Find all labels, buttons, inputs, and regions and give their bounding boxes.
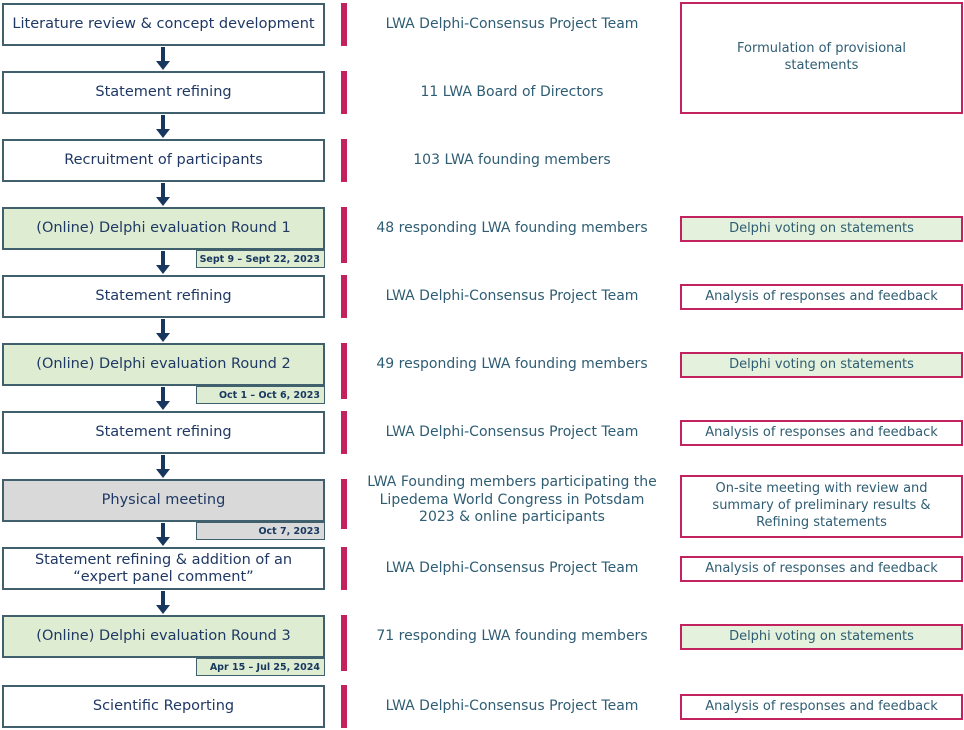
- activity-analysis-1: Analysis of responses and feedback: [680, 284, 963, 310]
- arrow-shaft: [161, 183, 165, 198]
- step-literature-review: Literature review & concept development: [2, 3, 325, 46]
- arrow-head: [156, 401, 170, 410]
- activity-delphi-voting-3: Delphi voting on statements: [680, 624, 963, 650]
- step-statement-refining-2: Statement refining: [2, 275, 325, 318]
- connector-bar: [341, 71, 347, 114]
- down-arrow-icon: [156, 183, 170, 206]
- date-tag-physical-meeting: Oct 7, 2023: [196, 522, 325, 540]
- step-recruitment-of-participants: Recruitment of participants: [2, 139, 325, 182]
- step-delphi-round-1: (Online) Delphi evaluation Round 1: [2, 207, 325, 250]
- down-arrow-icon: [156, 319, 170, 342]
- activity-analysis-2: Analysis of responses and feedback: [680, 420, 963, 446]
- connector-bar: [341, 411, 347, 454]
- participant-text: 103 LWA founding members: [413, 151, 611, 168]
- step-delphi-round-3: (Online) Delphi evaluation Round 3: [2, 615, 325, 658]
- activity-analysis-3: Analysis of responses and feedback: [680, 556, 963, 582]
- participant-text: LWA Founding members participating the L…: [367, 473, 657, 526]
- step-physical-meeting: Physical meeting: [2, 479, 325, 522]
- step-statement-refining-1: Statement refining: [2, 71, 325, 114]
- activity-delphi-voting-2: Delphi voting on statements: [680, 352, 963, 378]
- connector-bar: [341, 479, 347, 529]
- arrow-shaft: [161, 387, 165, 402]
- step-statement-refining-expert-panel: Statement refining & addition of an “exp…: [2, 547, 325, 590]
- activity-delphi-voting-1: Delphi voting on statements: [680, 216, 963, 242]
- participant-text: LWA Delphi-Consensus Project Team: [385, 697, 639, 714]
- step-delphi-round-2: (Online) Delphi evaluation Round 2: [2, 343, 325, 386]
- activity-label: Formulation of provisional statements: [737, 41, 906, 73]
- arrow-shaft: [161, 455, 165, 470]
- participant-text: LWA Delphi-Consensus Project Team: [385, 423, 639, 440]
- arrow-shaft: [161, 115, 165, 130]
- down-arrow-icon: [156, 251, 170, 274]
- arrow-head: [156, 469, 170, 478]
- activity-analysis-4: Analysis of responses and feedback: [680, 694, 963, 720]
- connector-bar: [341, 343, 347, 399]
- arrow-head: [156, 537, 170, 546]
- arrow-shaft: [161, 251, 165, 266]
- down-arrow-icon: [156, 455, 170, 478]
- down-arrow-icon: [156, 115, 170, 138]
- connector-bar: [341, 685, 347, 728]
- participant-text: 48 responding LWA founding members: [376, 219, 648, 236]
- arrow-shaft: [161, 523, 165, 538]
- step-scientific-reporting: Scientific Reporting: [2, 685, 325, 728]
- activity-label: On-site meeting with review and summary …: [712, 481, 931, 530]
- connector-bar: [341, 275, 347, 318]
- participant-text: LWA Delphi-Consensus Project Team: [385, 15, 639, 32]
- arrow-head: [156, 197, 170, 206]
- arrow-shaft: [161, 319, 165, 334]
- activity-onsite-meeting: On-site meeting with review and summary …: [680, 475, 963, 538]
- arrow-head: [156, 265, 170, 274]
- arrow-head: [156, 129, 170, 138]
- arrow-head: [156, 333, 170, 342]
- participant-text: 71 responding LWA founding members: [376, 627, 648, 644]
- connector-bar: [341, 139, 347, 182]
- date-tag-round-2: Oct 1 – Oct 6, 2023: [196, 386, 325, 404]
- connector-bar: [341, 547, 347, 590]
- connector-bar: [341, 207, 347, 263]
- arrow-shaft: [161, 47, 165, 62]
- down-arrow-icon: [156, 523, 170, 546]
- down-arrow-icon: [156, 387, 170, 410]
- participant-text: 49 responding LWA founding members: [376, 355, 648, 372]
- arrow-head: [156, 605, 170, 614]
- step-statement-refining-3: Statement refining: [2, 411, 325, 454]
- activity-formulation-of-statements: Formulation of provisional statements: [680, 2, 963, 114]
- participant-text: 11 LWA Board of Directors: [420, 83, 604, 100]
- down-arrow-icon: [156, 591, 170, 614]
- date-tag-round-1: Sept 9 – Sept 22, 2023: [196, 250, 325, 268]
- date-tag-round-3: Apr 15 – Jul 25, 2024: [196, 658, 325, 676]
- connector-bar: [341, 615, 347, 671]
- connector-bar: [341, 3, 347, 46]
- down-arrow-icon: [156, 47, 170, 70]
- arrow-head: [156, 61, 170, 70]
- participant-text: LWA Delphi-Consensus Project Team: [385, 559, 639, 576]
- arrow-shaft: [161, 591, 165, 606]
- participant-text: LWA Delphi-Consensus Project Team: [385, 287, 639, 304]
